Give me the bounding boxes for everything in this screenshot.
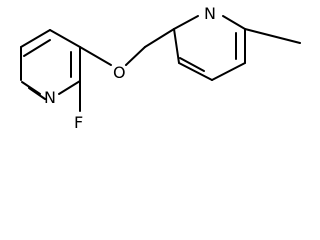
bond [222, 15, 246, 30]
bond [28, 87, 46, 100]
bond [58, 80, 81, 95]
bond [173, 15, 199, 30]
bond [21, 81, 41, 95]
bond [144, 28, 175, 48]
bond [79, 46, 112, 66]
structure-canvas: N F O N [20, 4, 301, 132]
molecule-diagram: N F O N [20, 4, 301, 132]
bond [244, 28, 301, 44]
bond [178, 62, 213, 81]
bond [49, 29, 81, 48]
bond [211, 62, 246, 81]
atom-label-nitrogen: N [204, 4, 216, 23]
atom-label-oxygen: O [113, 63, 126, 82]
bond [173, 28, 180, 64]
atom-label-nitrogen: N [44, 88, 56, 107]
bond [125, 46, 146, 66]
atom-label-fluorine: F [74, 113, 83, 132]
bond [20, 29, 51, 48]
bond [179, 57, 205, 72]
bond [23, 39, 51, 57]
